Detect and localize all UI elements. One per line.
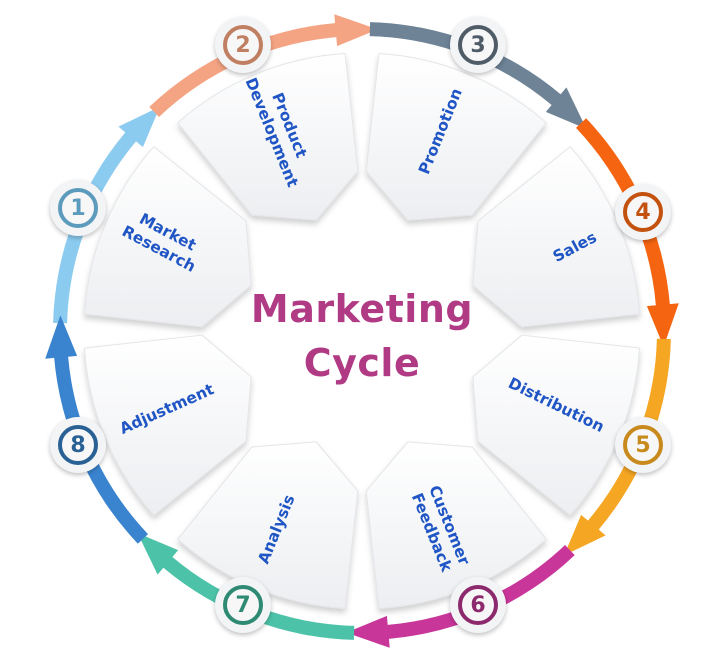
step-badge-1: 1 xyxy=(50,180,106,236)
step-card-8 xyxy=(84,334,252,516)
number-ring: 8 xyxy=(58,425,98,465)
title-line-2: Cycle xyxy=(303,341,421,385)
number-ring: 5 xyxy=(623,425,663,465)
arrow-segment-8 xyxy=(45,315,149,544)
step-badge-6: 6 xyxy=(450,577,506,633)
arrow-segment-7 xyxy=(137,533,355,640)
arrow-segment-4 xyxy=(575,118,679,347)
diagram-title: Marketing Cycle xyxy=(200,282,524,390)
number-ring: 6 xyxy=(458,585,498,625)
step-card-5 xyxy=(472,334,640,516)
number-ring: 1 xyxy=(58,188,98,228)
cycle-arrows xyxy=(45,14,679,648)
step-card-3 xyxy=(365,53,547,221)
step-badge-8: 8 xyxy=(50,417,106,473)
step-badge-3: 3 xyxy=(450,17,506,73)
arrow-segment-1 xyxy=(53,106,160,324)
arrow-segment-2 xyxy=(149,14,378,118)
number-ring: 4 xyxy=(623,192,663,232)
step-badge-7: 7 xyxy=(215,577,271,633)
arrow-segment-6 xyxy=(346,544,575,648)
step-badge-2: 2 xyxy=(215,17,271,73)
step-card-2 xyxy=(177,53,359,221)
step-badge-5: 5 xyxy=(615,417,671,473)
step-card-7 xyxy=(177,441,359,609)
step-card-1 xyxy=(84,146,252,328)
step-card-6 xyxy=(365,441,547,609)
step-badge-4: 4 xyxy=(615,184,671,240)
number-ring: 3 xyxy=(458,25,498,65)
title-line-1: Marketing xyxy=(250,287,474,331)
arrow-segment-5 xyxy=(564,338,671,556)
number-ring: 7 xyxy=(223,585,263,625)
number-ring: 2 xyxy=(223,25,263,65)
arrow-segment-3 xyxy=(369,22,587,129)
step-cards xyxy=(84,53,640,609)
step-card-4 xyxy=(472,146,640,328)
